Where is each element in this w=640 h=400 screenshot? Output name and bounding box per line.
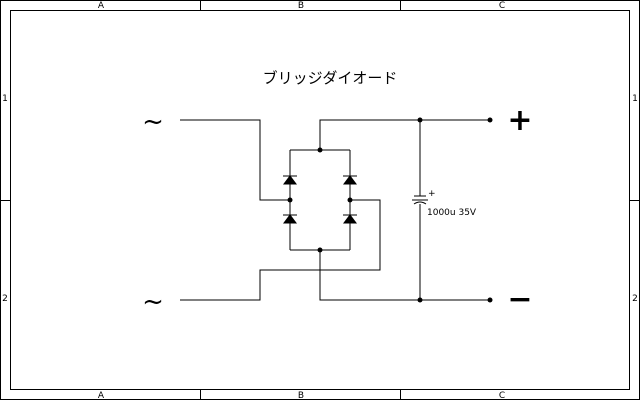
zone-label-top-c: C xyxy=(499,1,505,11)
ac-input-top-symbol: ~ xyxy=(142,107,164,137)
zone-label-top-b: B xyxy=(298,1,304,11)
diagram-title: ブリッジダイオード xyxy=(263,69,398,87)
zone-label-left-2: 2 xyxy=(2,294,8,304)
dc-negative-symbol: − xyxy=(507,282,532,317)
zone-label-bottom-b: B xyxy=(298,391,304,400)
ac-input-bottom-symbol: ~ xyxy=(142,287,164,317)
capacitor-polarity-mark: + xyxy=(428,189,436,199)
electrolytic-capacitor-icon xyxy=(412,195,428,205)
junction-cap-negative xyxy=(417,297,423,303)
zone-label-right-2: 2 xyxy=(632,294,638,304)
zone-label-right-1: 1 xyxy=(632,94,638,104)
zone-label-top-a: A xyxy=(98,1,105,11)
capacitor-label: 1000u 35V xyxy=(427,208,477,218)
junction-bridge-right xyxy=(347,197,353,203)
diode-d1-icon xyxy=(283,175,297,185)
diode-d2-icon xyxy=(343,175,357,185)
diode-d4-icon xyxy=(343,214,357,224)
zone-label-left-1: 1 xyxy=(2,94,8,104)
terminal-dc-negative xyxy=(487,297,493,303)
junction-bridge-top xyxy=(317,147,323,153)
dc-positive-symbol: + xyxy=(507,103,532,138)
junction-bridge-left xyxy=(287,197,293,203)
junction-bridge-bottom xyxy=(317,247,323,253)
terminal-dc-positive xyxy=(487,117,493,123)
junction-cap-positive xyxy=(417,117,423,123)
zone-label-bottom-a: A xyxy=(98,391,105,400)
diode-d3-icon xyxy=(283,214,297,224)
zone-label-bottom-c: C xyxy=(499,391,505,400)
